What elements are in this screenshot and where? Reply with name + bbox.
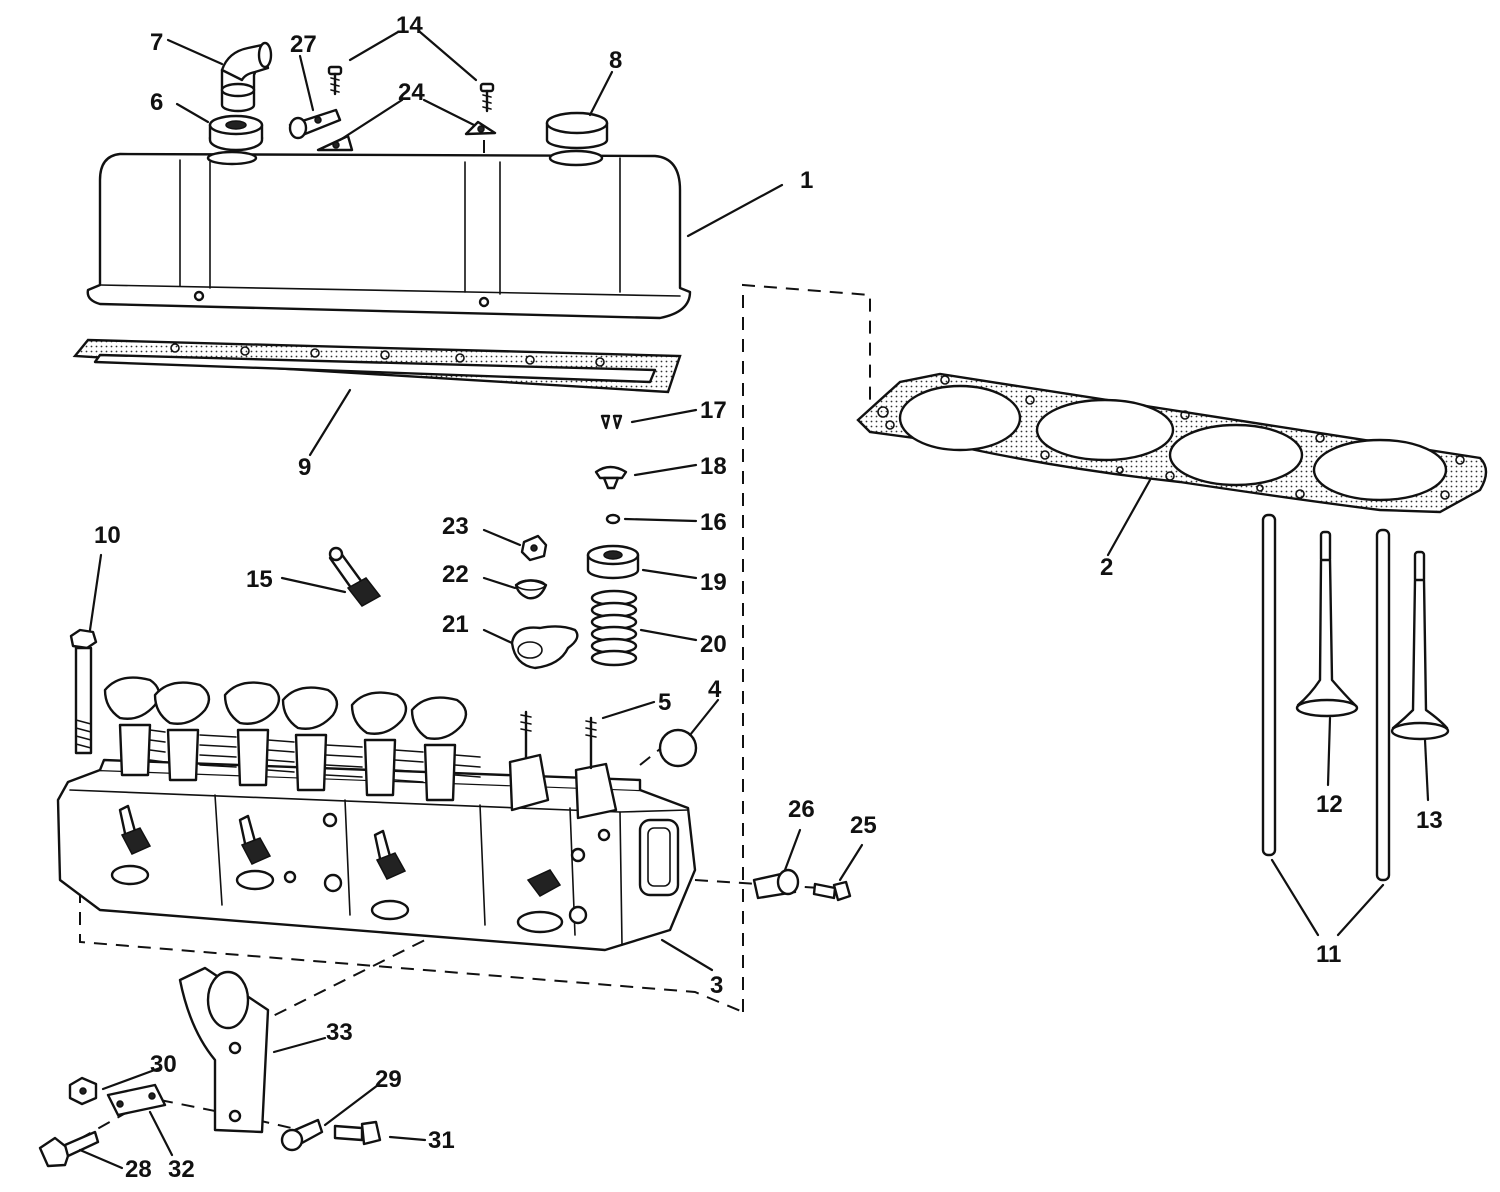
rocker-assembly [350, 691, 408, 797]
callout-27: 27 [290, 31, 317, 58]
rocker-cover-gasket [72, 338, 682, 394]
callout-26: 26 [788, 796, 815, 823]
callout-23: 23 [442, 513, 469, 540]
callout-10: 10 [94, 522, 121, 549]
callout-17: 17 [700, 397, 727, 424]
valve-spring [590, 589, 638, 667]
callout-14: 14 [396, 12, 423, 39]
bolt [38, 1130, 100, 1168]
callout-8: 8 [609, 47, 622, 74]
callout-33: 33 [326, 1019, 353, 1046]
screw [327, 65, 343, 96]
callout-16: 16 [700, 509, 727, 536]
callout-28: 28 [125, 1156, 152, 1183]
o-ring-seal [605, 513, 621, 525]
callout-32: 32 [168, 1156, 195, 1183]
wire-clip [752, 868, 800, 900]
bolt [333, 1120, 382, 1146]
callout-15: 15 [246, 566, 273, 593]
rocker-arm [510, 625, 579, 670]
cylinder-head [56, 676, 697, 952]
valve-keepers [600, 414, 623, 430]
callout-25: 25 [850, 812, 877, 839]
spring-retainer [594, 465, 628, 490]
callout-30: 30 [150, 1051, 177, 1078]
retainer-clip [316, 134, 354, 152]
callout-11: 11 [1316, 941, 1341, 968]
grommet [208, 114, 264, 152]
callout-29: 29 [375, 1066, 402, 1093]
oil-filler-cap [545, 111, 609, 150]
rocker-assembly [223, 681, 281, 787]
callout-3: 3 [710, 972, 723, 999]
callout-21: 21 [442, 611, 469, 638]
callout-19: 19 [700, 569, 727, 596]
retainer-clip [464, 120, 497, 136]
rocker-assembly [281, 686, 339, 792]
callout-20: 20 [700, 631, 727, 658]
nut [68, 1076, 98, 1106]
screw [479, 82, 495, 113]
cylinder-head-gasket [856, 372, 1488, 514]
angle-bracket [106, 1083, 167, 1117]
intake-valve [1295, 530, 1359, 718]
rocker-nut [520, 534, 548, 562]
callout-18: 18 [700, 453, 727, 480]
expansion-plug [658, 728, 698, 768]
leader-lines [78, 30, 1430, 1170]
callout-labels: 1 2 3 4 5 6 7 8 9 10 11 12 13 14 15 16 1… [94, 12, 1443, 1183]
rocker-assembly [410, 696, 468, 802]
rocker-ball [514, 579, 548, 600]
callout-13: 13 [1416, 807, 1443, 834]
screw [812, 880, 852, 902]
callout-2: 2 [1100, 554, 1113, 581]
push-rod [1375, 528, 1391, 882]
callout-5: 5 [658, 689, 671, 716]
valve-stem-seal [586, 544, 640, 580]
callout-24: 24 [398, 79, 425, 106]
callout-4: 4 [708, 676, 722, 703]
elbow-fitting [220, 41, 273, 113]
rocker-cover [86, 149, 692, 320]
exhaust-valve [1390, 550, 1450, 741]
callout-6: 6 [150, 89, 163, 116]
cable-clip [280, 1118, 324, 1152]
callout-7: 7 [150, 29, 163, 56]
head-bolt [69, 628, 98, 755]
temperature-sensor [328, 546, 382, 607]
rocker-assembly [153, 681, 211, 782]
callout-31: 31 [428, 1127, 455, 1154]
callout-1: 1 [800, 167, 813, 194]
hose-clip [288, 108, 342, 140]
callout-12: 12 [1316, 791, 1343, 818]
push-rod [1261, 513, 1277, 857]
callout-9: 9 [298, 454, 311, 481]
rocker-assembly [103, 676, 161, 777]
callout-22: 22 [442, 561, 469, 588]
lifting-bracket [178, 966, 270, 1134]
